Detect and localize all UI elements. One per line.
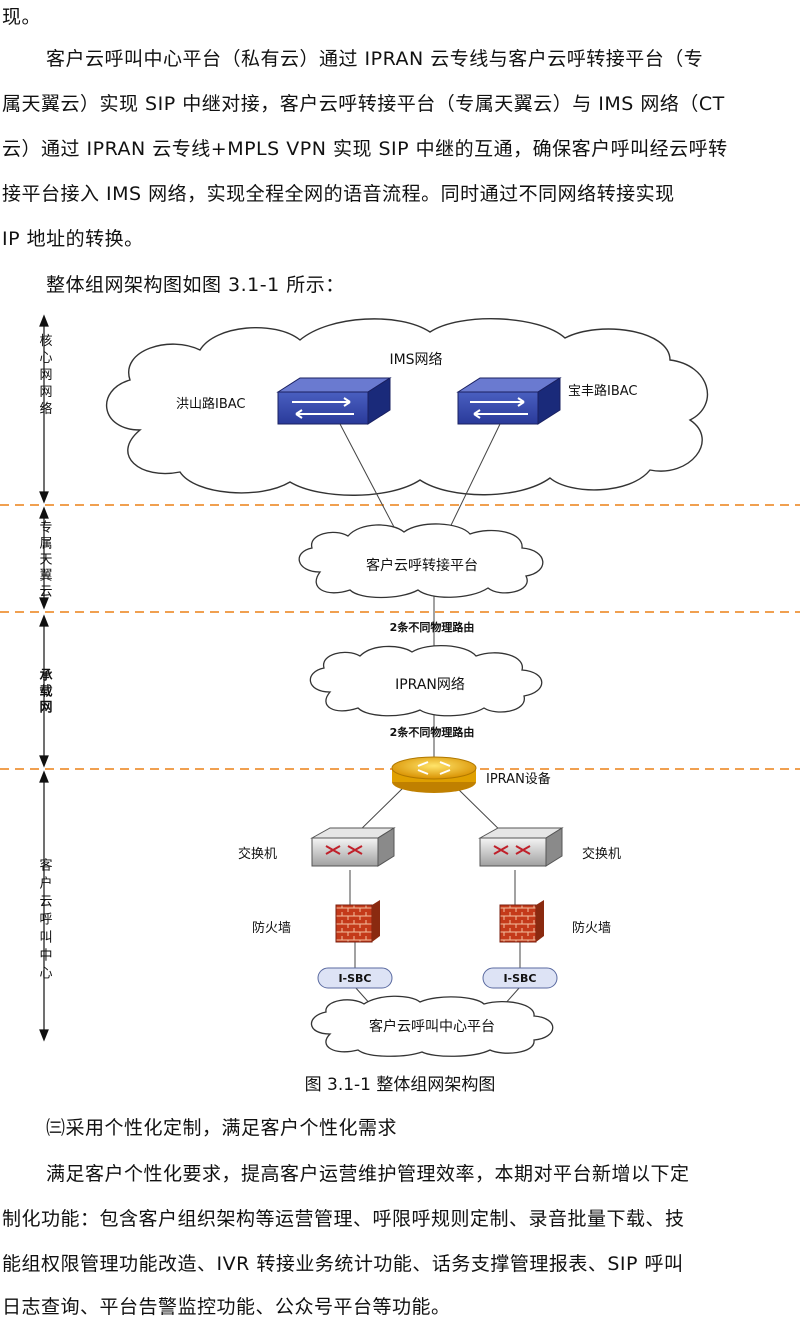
layer-label-core: 核心网网络	[37, 334, 53, 419]
callcenter-cloud	[310, 995, 554, 1057]
switch-left-label: 交换机	[238, 846, 277, 862]
ibac-right-label: 宝丰路IBAC	[568, 383, 638, 399]
para1-line: 接平台接入 IMS 网络，实现全程全网的语音流程。同时通过不同网络转接实现	[2, 183, 675, 205]
arrow-down-icon	[39, 491, 49, 504]
ibac-left-icon	[276, 377, 392, 425]
para2-line: 制化功能：包含客户组织架构等运营管理、呼限呼规则定制、录音批量下载、技	[2, 1208, 685, 1230]
para2-line: 满足客户个性化要求，提高客户运营维护管理效率，本期对平台新增以下定	[46, 1163, 690, 1185]
ibac-left-label: 洪山路IBAC	[176, 396, 246, 412]
sbc-left	[317, 967, 393, 989]
route-top-label: 2条不同物理路由	[390, 620, 475, 634]
sbc-right	[482, 967, 558, 989]
firewall-left-label: 防火墙	[252, 920, 291, 936]
ims-label: IMS网络	[389, 352, 442, 368]
arrow-down-icon	[39, 1029, 49, 1042]
layer-separators	[0, 504, 800, 770]
ipran-device-label: IPRAN设备	[486, 771, 551, 787]
ipran-device-icon	[391, 756, 477, 793]
firewall-right-label: 防火墙	[572, 920, 611, 936]
platform-cloud	[298, 523, 544, 599]
switch-left-icon	[310, 827, 396, 867]
para2-line: 日志查询、平台告警监控功能、公众号平台等功能。	[2, 1296, 451, 1318]
top-fragment: 现。	[2, 6, 42, 28]
section-heading: ㈢采用个性化定制，满足客户个性化需求	[46, 1117, 398, 1139]
layer-label-cloud: 专属天翼云	[37, 520, 53, 600]
layer-arrows	[39, 314, 49, 1042]
para2-line: 能组权限管理功能改造、IVR 转接业务统计功能、话务支撑管理报表、SIP 呼叫	[2, 1253, 684, 1275]
ipran-cloud	[309, 644, 543, 717]
figure-intro: 整体组网架构图如图 3.1-1 所示：	[46, 274, 345, 296]
layer-label-callcenter: 客户云呼叫中心	[37, 857, 53, 984]
firewall-right-icon	[499, 900, 544, 943]
ims-cloud	[105, 318, 709, 496]
firewall-left-icon	[335, 900, 380, 943]
ipran-label: IPRAN网络	[395, 677, 465, 693]
arrow-up-icon	[39, 506, 49, 519]
switch-right-label: 交换机	[582, 846, 621, 862]
sbc-left-label: I-SBC	[338, 972, 371, 985]
para1-line: 云）通过 IPRAN 云专线+MPLS VPN 实现 SIP 中继的互通，确保客…	[2, 138, 728, 160]
arrow-up-icon	[39, 314, 49, 327]
ibac-right-icon	[456, 377, 562, 425]
layer-label-bearer: 承载网	[37, 668, 53, 716]
switch-right-icon	[478, 827, 564, 867]
network-architecture-diagram: 核心网网络 专属天翼云 承载网 客户云呼叫中心 IMS网络 洪山路IBAC 宝丰…	[0, 314, 800, 1057]
para1-line: IP 地址的转换。	[2, 228, 144, 250]
arrow-up-icon	[39, 614, 49, 627]
arrow-down-icon	[39, 755, 49, 768]
platform-label: 客户云呼转接平台	[366, 557, 478, 574]
para1-line: 客户云呼叫中心平台（私有云）通过 IPRAN 云专线与客户云呼转接平台（专	[46, 48, 704, 70]
route-bottom-label: 2条不同物理路由	[390, 725, 475, 739]
arrow-up-icon	[39, 770, 49, 783]
figure-caption: 图 3.1-1 整体组网架构图	[304, 1075, 496, 1095]
sbc-right-label: I-SBC	[503, 972, 536, 985]
callcenter-label: 客户云呼叫中心平台	[369, 1018, 495, 1035]
para1-line: 属天翼云）实现 SIP 中继对接，客户云呼转接平台（专属天翼云）与 IMS 网络…	[2, 93, 725, 115]
arrow-down-icon	[39, 597, 49, 610]
